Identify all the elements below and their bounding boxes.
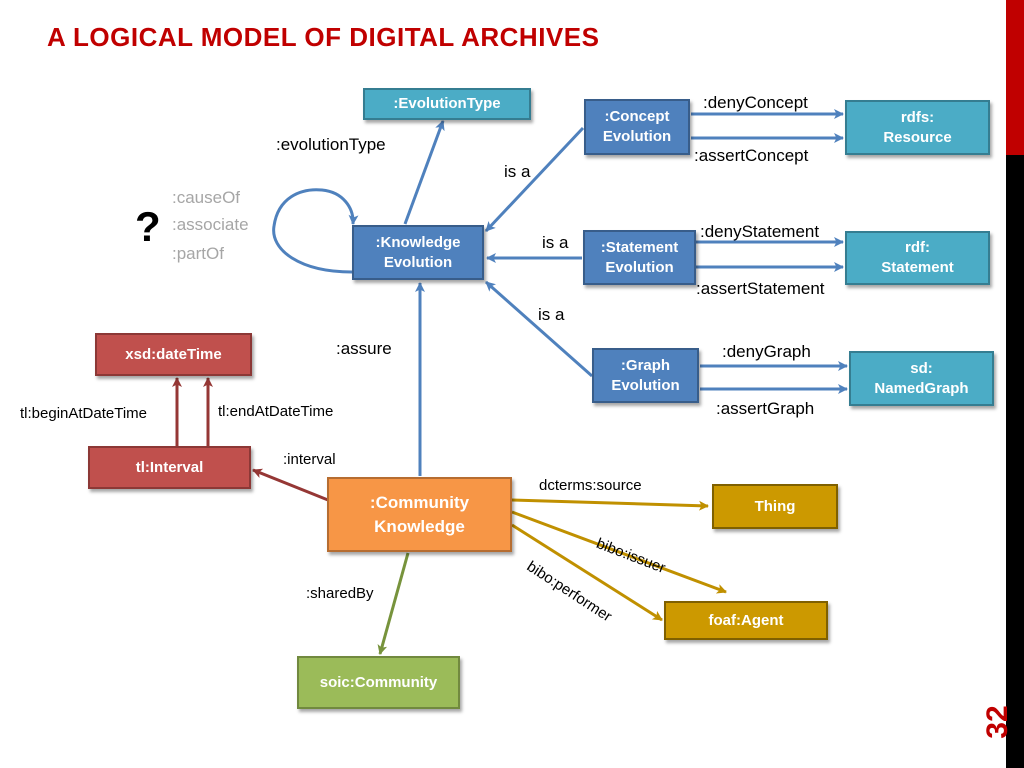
label-assert-statement: :assertStatement — [696, 279, 825, 298]
edge-interval — [252, 468, 329, 502]
node-community-knowledge: :Community Knowledge — [327, 477, 512, 552]
edge-bibo-issuer — [511, 510, 727, 594]
node-rdfs-resource: rdfs: Resource — [845, 100, 990, 155]
node-sioc-community: soic:Community — [297, 656, 460, 709]
edge-self-loop — [272, 188, 359, 274]
node-xsd-datetime: xsd:dateTime — [95, 333, 252, 376]
edge-evolution-type — [403, 120, 445, 225]
label-interval: :interval — [283, 451, 336, 468]
label-associate: :associate — [172, 215, 249, 234]
label-deny-statement: :denyStatement — [700, 222, 820, 241]
label-assert-graph: :assertGraph — [716, 399, 815, 418]
label-assert-concept: :assertConcept — [694, 146, 809, 165]
label-dcterms-source: dcterms:source — [539, 477, 642, 494]
question-mark: ? — [135, 203, 161, 250]
node-graph-evolution: :Graph Evolution — [592, 348, 699, 403]
sidebar-accent-black — [1006, 155, 1024, 768]
node-statement-evolution: :Statement Evolution — [583, 230, 696, 285]
label-shared-by: :sharedBy — [306, 585, 374, 602]
edge-isa-graph — [485, 280, 593, 378]
node-rdf-statement: rdf: Statement — [845, 231, 990, 285]
label-evolution-type: :evolutionType — [276, 135, 386, 154]
label-part-of: :partOf — [172, 244, 224, 263]
label-is-a-statement: is a — [542, 233, 569, 252]
node-tl-interval: tl:Interval — [88, 446, 251, 489]
label-begin-at: tl:beginAtDateTime — [20, 405, 148, 422]
node-evolution-type: :EvolutionType — [363, 88, 531, 120]
label-end-at: tl:endAtDateTime — [218, 403, 334, 420]
edge-shared-by — [377, 552, 410, 655]
node-concept-evolution: :Concept Evolution — [584, 99, 690, 155]
node-sd-named-graph: sd: NamedGraph — [849, 351, 994, 406]
node-knowledge-evolution: :Knowledge Evolution — [352, 225, 484, 280]
node-foaf-agent: foaf:Agent — [664, 601, 828, 640]
label-is-a-graph: is a — [538, 305, 565, 324]
node-thing: Thing — [712, 484, 838, 529]
edge-bibo-performer — [511, 523, 663, 622]
page-title: A LOGICAL MODEL OF DIGITAL ARCHIVES — [47, 22, 600, 52]
label-deny-graph: :denyGraph — [722, 342, 811, 361]
label-cause-of: :causeOf — [172, 188, 241, 207]
label-is-a-concept: is a — [504, 162, 531, 181]
edge-isa-concept — [484, 126, 585, 233]
edge-dcterms-source — [511, 498, 709, 511]
label-assure: :assure — [336, 339, 392, 358]
sidebar-accent-red — [1006, 0, 1024, 155]
label-deny-concept: :denyConcept — [703, 93, 808, 112]
